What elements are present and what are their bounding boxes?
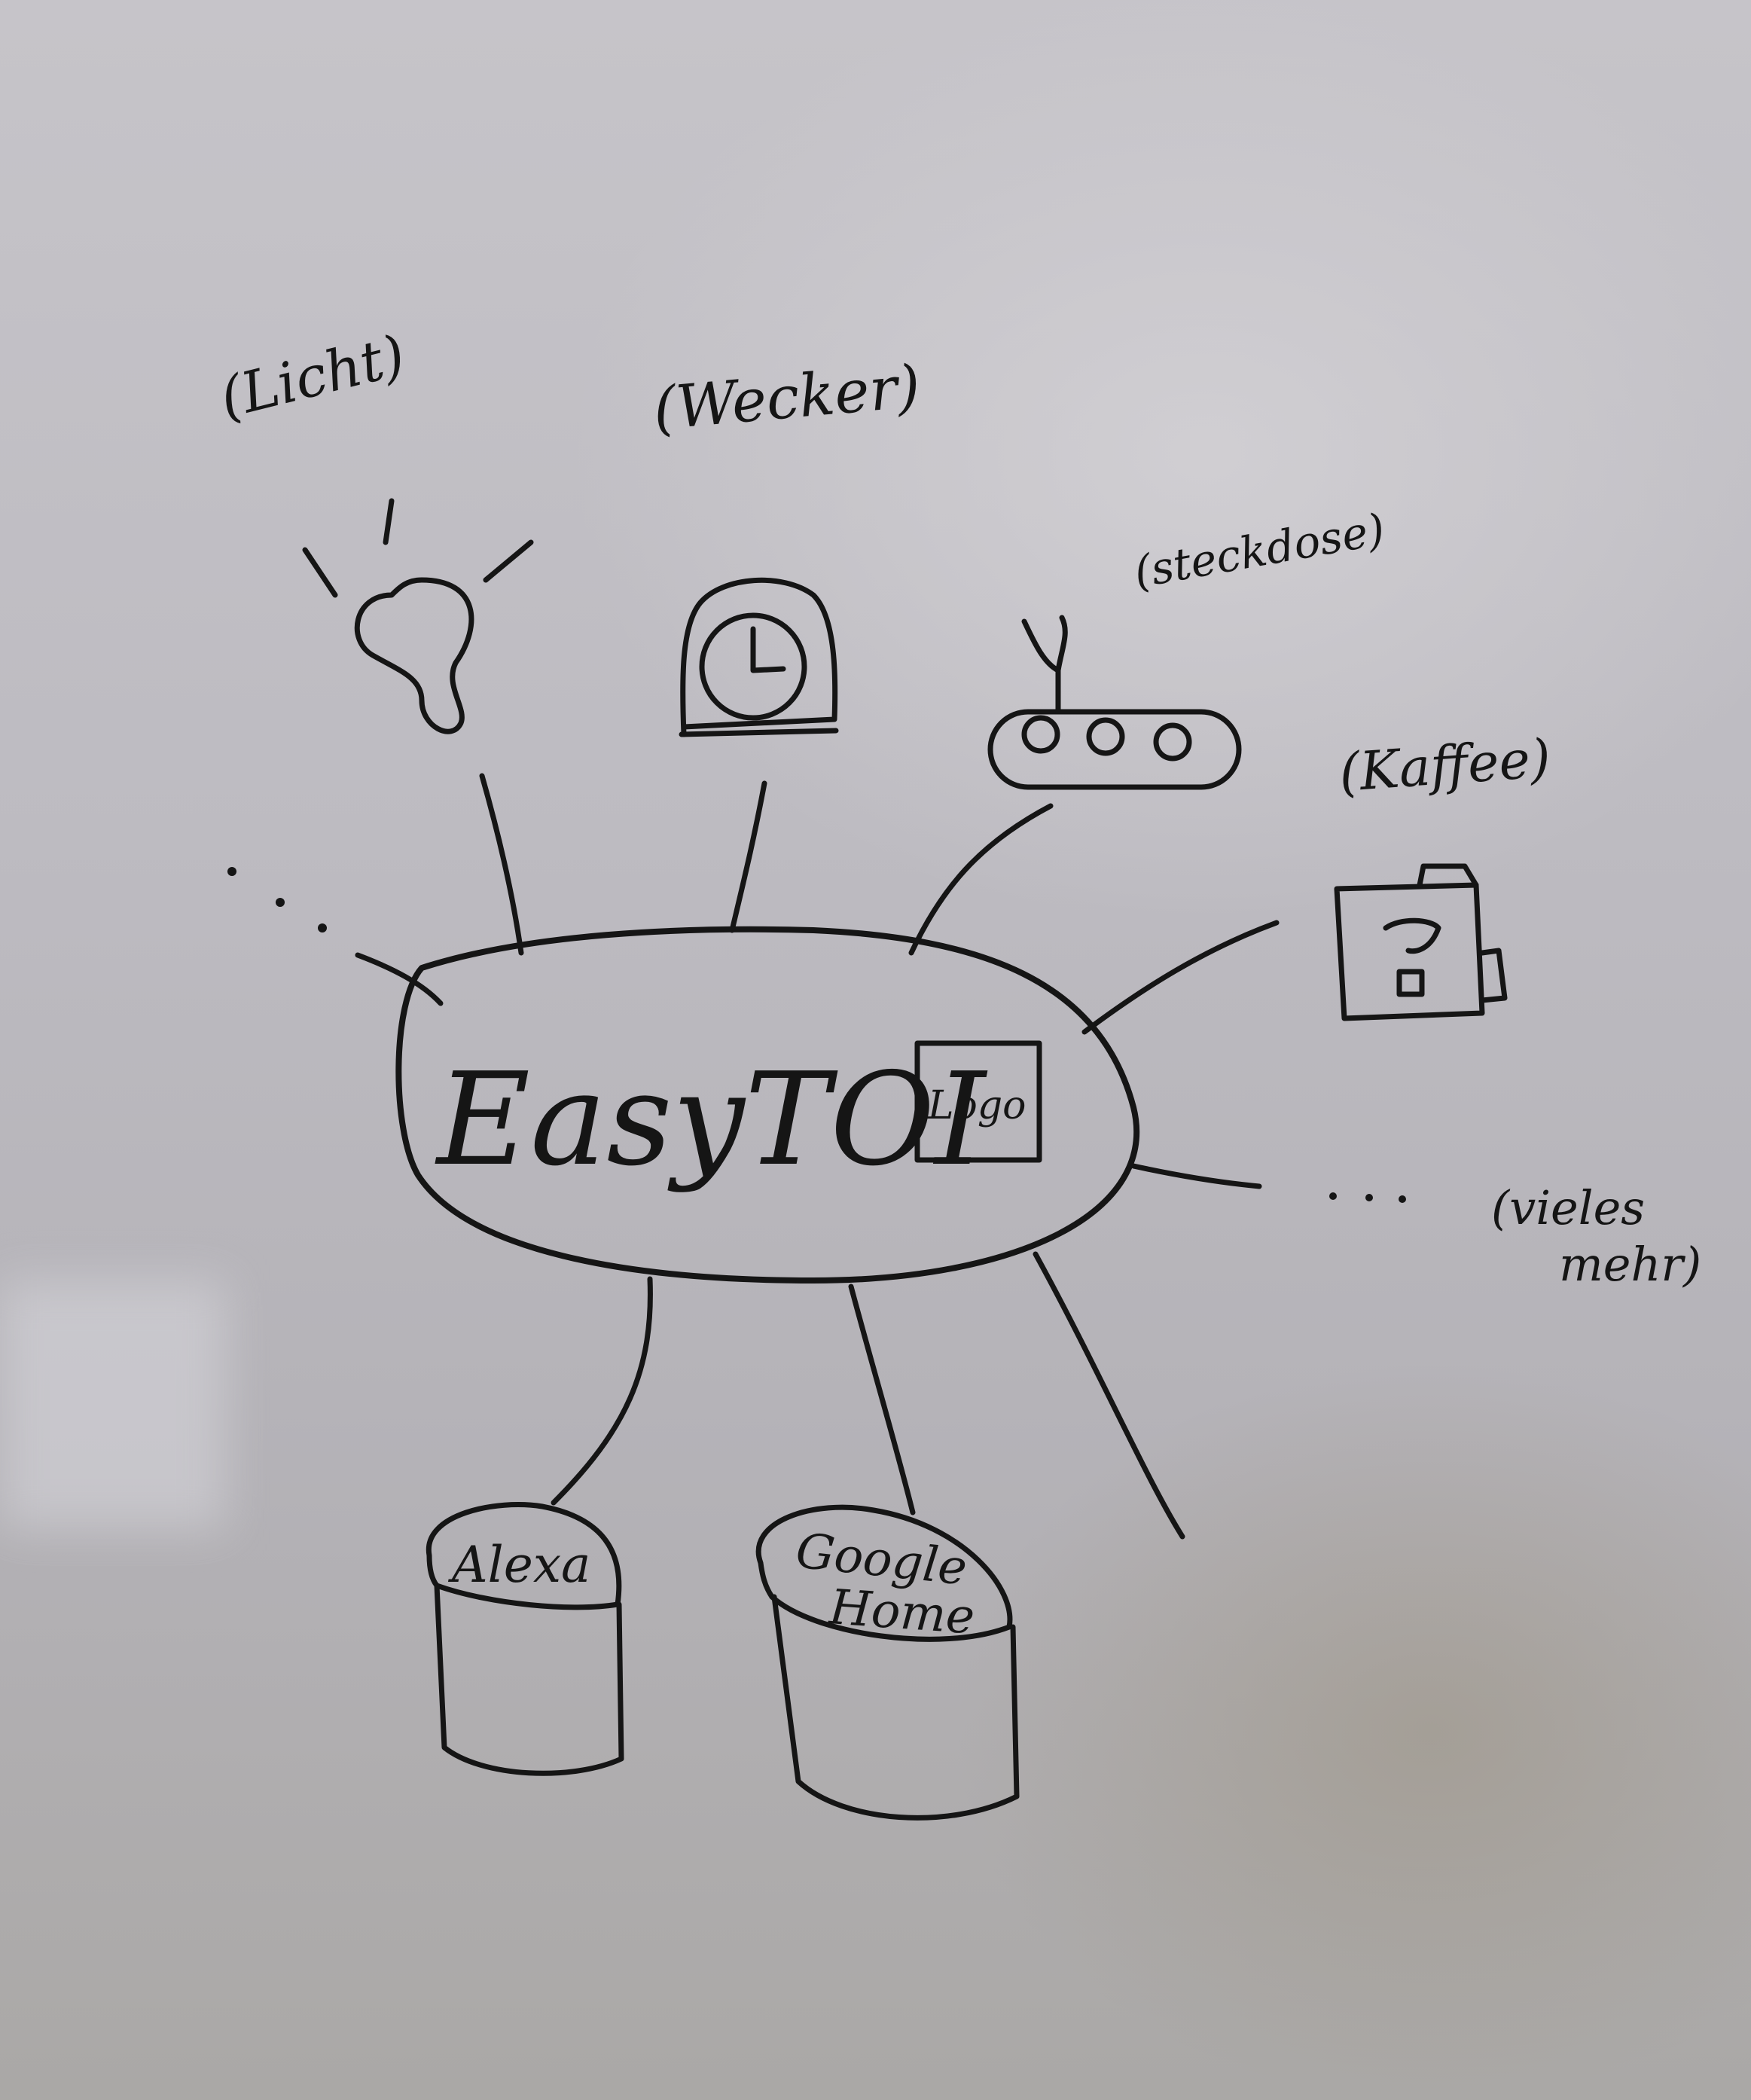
more-label-line1: (vieles	[1491, 1180, 1645, 1235]
coffee-spout-icon	[1383, 917, 1441, 954]
alexa-label: Alexa	[447, 1536, 590, 1594]
google-home-device: Google Home	[755, 1504, 1020, 1821]
power-cable	[1021, 615, 1068, 715]
connector-google	[848, 1284, 916, 1515]
google-label-line2: Home	[827, 1580, 977, 1645]
connector-left	[355, 952, 444, 1006]
google-cylinder-body	[771, 1594, 1020, 1821]
connector-licht	[479, 773, 524, 956]
connector-wecker	[729, 780, 767, 933]
logo-label: Logo	[927, 1083, 1026, 1128]
kaffee-device: (Kaffee)	[1334, 728, 1553, 1021]
connector-steckdose	[908, 803, 1054, 956]
hub-title: EasyTOI	[435, 1045, 987, 1195]
socket-1-icon	[1021, 715, 1060, 754]
coffee-cup-icon	[1396, 969, 1425, 997]
clock-icon	[699, 612, 807, 721]
licht-label: (Licht)	[214, 323, 412, 432]
clock-hands	[750, 626, 786, 673]
coffee-machine-side	[1479, 948, 1508, 1003]
hub: Logo EasyTOI	[395, 926, 1140, 1284]
light-ray-left	[302, 547, 338, 598]
wecker-label: (Wecker)	[651, 353, 923, 444]
licht-device: (Licht)	[214, 323, 534, 734]
connector-alexa	[551, 1276, 653, 1506]
socket-3-icon	[1153, 722, 1192, 762]
light-ray-right	[483, 539, 534, 583]
alexa-cylinder-body	[434, 1583, 624, 1776]
connector-lines	[355, 773, 1280, 1540]
connector-right-down	[1033, 1251, 1185, 1540]
wecker-device: (Wecker)	[651, 353, 923, 737]
coffee-machine-icon	[1334, 882, 1485, 1021]
connector-kaffee	[1081, 920, 1280, 1035]
socket-2-icon	[1086, 717, 1125, 756]
clock-base	[679, 728, 839, 737]
alexa-device: Alexa	[426, 1502, 624, 1776]
steckdose-label: (steckdose)	[1130, 503, 1389, 597]
light-ray-top	[383, 498, 395, 545]
power-strip-icon	[987, 709, 1242, 790]
clock-housing	[680, 577, 838, 737]
lightbulb-icon	[354, 577, 474, 734]
ellipsis-left	[227, 867, 327, 932]
hub-ellipse	[395, 926, 1140, 1284]
light-glare	[0, 1280, 226, 1529]
logo-box	[914, 1040, 1042, 1163]
connector-more	[1130, 1163, 1262, 1189]
steckdose-device: (steckdose)	[987, 503, 1389, 790]
more-devices: (vieles mehr)	[1329, 1180, 1701, 1292]
coffee-machine-top	[1417, 863, 1479, 888]
kaffee-label: (Kaffee)	[1337, 728, 1552, 804]
more-label-line2: mehr)	[1559, 1237, 1701, 1292]
